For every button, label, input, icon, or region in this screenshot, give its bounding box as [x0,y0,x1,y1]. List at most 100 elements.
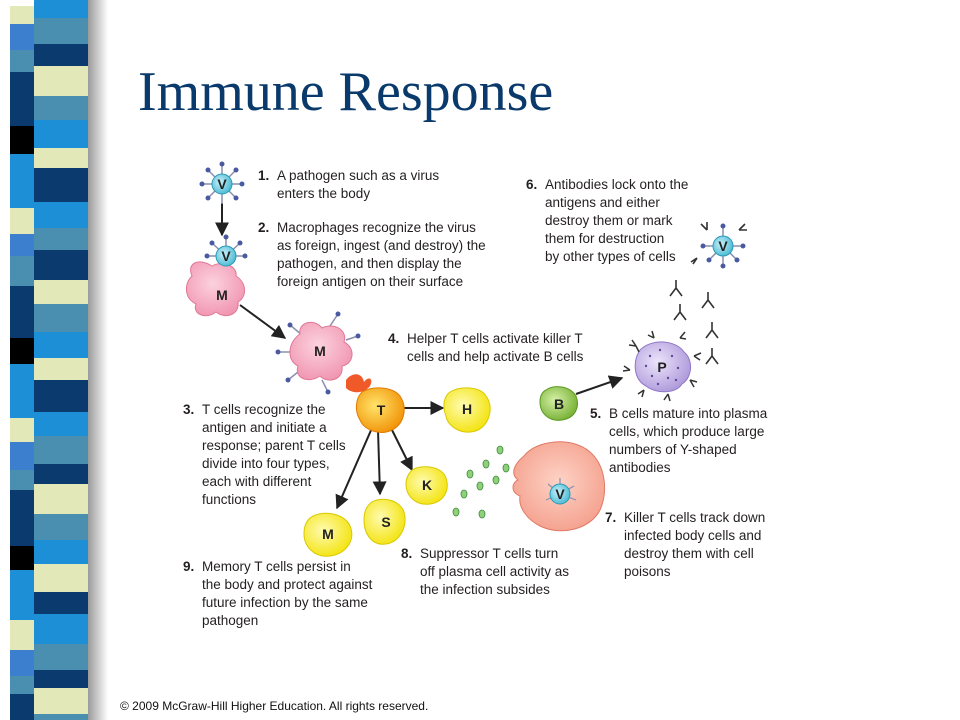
stripe-block [10,234,34,256]
virus-cell-3: V [690,222,747,269]
infected-body-cell: V [512,441,606,532]
stripe-block [10,338,34,364]
stripe-block [10,310,34,338]
stripe-block [34,18,88,44]
stripe-block [10,598,34,620]
stripe-block [10,570,34,598]
stripe-block [10,50,34,72]
virus-cell-2: V [204,234,248,267]
stripe-block [34,0,88,18]
stripe-block [10,620,34,650]
stripe-block [34,484,88,514]
macrophage-label: M [216,287,228,303]
t-cell: T [355,387,405,433]
stripe-block [10,286,34,310]
macrophage-label: M [314,343,326,359]
step-9: 9. Memory T cells persist in the body an… [183,559,373,628]
stripe-block [10,546,34,570]
arrow-t-to-suppressor [372,429,387,496]
stripe-block [34,250,88,280]
step-3: 3. T cells recognize the antigen and ini… [183,402,346,507]
virus-label: V [555,486,565,502]
stripe-block [34,148,88,168]
helper-label: H [462,401,472,417]
stripe-block [10,126,34,154]
stripe-block [10,694,34,720]
stripe-block [34,358,88,380]
stripe-block [34,120,88,148]
stripe-block [34,564,88,592]
stripe-block [34,540,88,564]
stripe-block [10,72,34,102]
free-antibodies [669,280,719,365]
killer-label: K [422,477,432,493]
stripe-block [10,256,34,286]
stripe-block [34,644,88,670]
stripe-block [10,364,34,386]
stripe-block [10,418,34,442]
virus-cell-1: V [199,161,245,204]
stripe-block [34,514,88,540]
stripe-block [34,66,88,96]
stripe-block [10,386,34,418]
b-cell: B [539,386,578,421]
step-4: 4. Helper T cells activate killer T cell… [388,331,584,364]
virus-label: V [718,238,728,254]
decorative-stripe [10,0,108,720]
suppressor-label: S [381,514,390,530]
stripe-block [34,304,88,332]
macrophage-cell-2: M [275,311,372,395]
virus-label: V [221,248,231,264]
virus-label: V [217,176,227,192]
plasma-label: P [657,359,666,375]
stripe-block [10,490,34,520]
macrophage-cell-1: M [186,261,245,317]
copyright-notice: © 2009 McGraw-Hill Higher Education. All… [120,699,429,713]
memory-label: M [322,526,334,542]
t-cell-label: T [377,402,386,418]
killer-t-cell: K [405,466,448,505]
plasma-antibodies [622,330,702,402]
stripe-block [10,24,34,50]
slide-title: Immune Response [138,61,554,123]
arrow-macrophage-to-macrophage [239,304,287,339]
arrow-t-to-memory [335,427,373,510]
stripe-block [34,464,88,484]
stripe-block [10,520,34,546]
stripe-block [10,470,34,490]
memory-t-cell: M [303,512,353,557]
b-cell-label: B [554,396,564,412]
stripe-block [10,102,34,126]
antigen-receptor [346,374,372,393]
stripe-block [34,44,88,66]
arrow-t-to-killer [389,425,413,472]
step-2: 2. Macrophages recognize the virus as fo… [258,220,486,289]
plasma-cell: P [622,330,702,402]
helper-t-cell: H [443,387,491,433]
stripe-block [34,714,88,720]
step-7: 7. Killer T cells track down infected bo… [605,510,766,579]
arrow-b-to-plasma [575,375,624,395]
step-8: 8. Suppressor T cells turn off plasma ce… [401,546,570,597]
arrows [215,203,624,510]
stripe-block [34,592,88,614]
stripe-block [34,96,88,120]
stripe-block [10,154,34,174]
step-1: 1. A pathogen such as a virus enters the… [258,168,440,201]
stripe-block [34,280,88,304]
stripe-block [34,168,88,202]
stripe-block [10,650,34,676]
stripe-block [34,614,88,644]
stripe-block [34,688,88,714]
stripe-block [34,380,88,412]
stripe-block [34,436,88,464]
stripe-block [34,412,88,436]
stripe-block [10,442,34,470]
step-6: 6. Antibodies lock onto the antigens and… [526,177,689,264]
stripe-block [10,6,34,24]
stripe-block [34,332,88,358]
stripe-block [10,174,34,208]
stripe-block [34,670,88,688]
cell-poison-particles [452,445,510,519]
